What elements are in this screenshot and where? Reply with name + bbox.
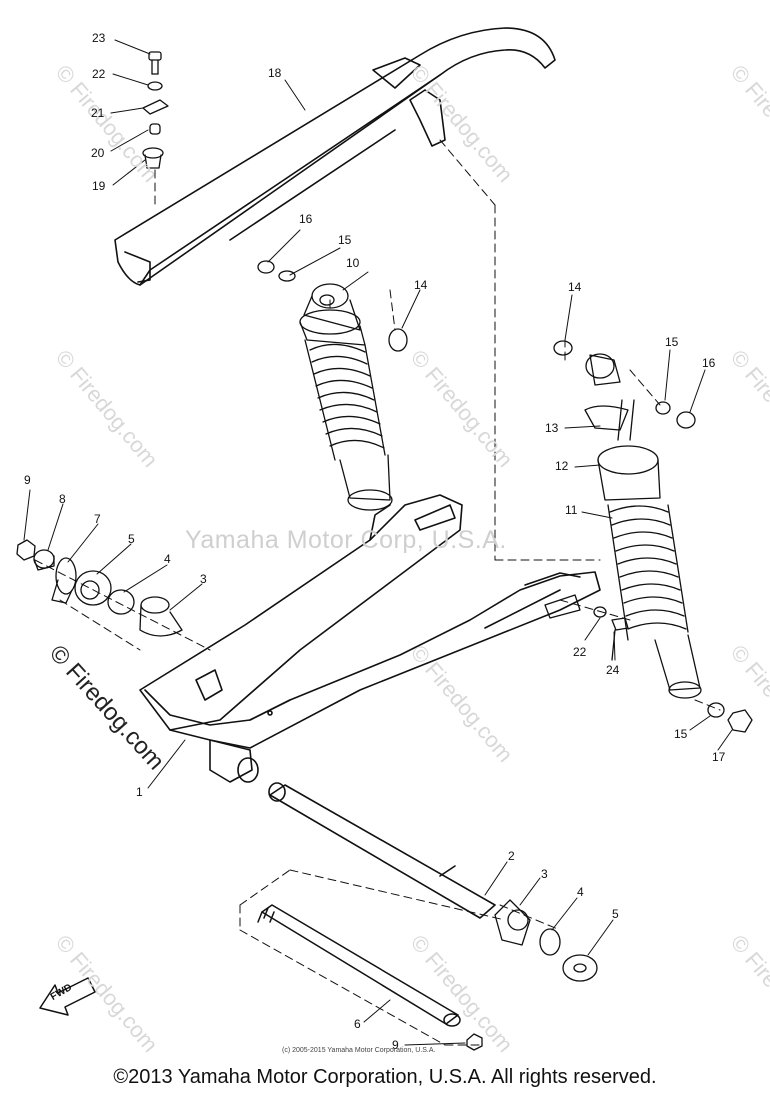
assembly-dashed-lines [34,139,721,1046]
callout-18: 18 [268,66,282,80]
callout-3: 3 [541,867,548,881]
oring-4a [107,589,135,615]
callout-16: 16 [299,212,313,226]
callout-4: 4 [164,552,171,566]
grommet-19 [142,147,164,169]
leader-lines [23,39,733,1046]
seal-5a [74,570,112,606]
callout-17: 17 [712,750,726,764]
callout-21: 21 [91,106,105,120]
watermark-center: Yamaha Motor Corp, U.S.A. [185,526,507,554]
callout-5: 5 [612,907,619,921]
bolt-swing-pin [544,594,581,619]
callout-3: 3 [200,572,207,586]
callout-19: 19 [92,179,106,193]
callout-20: 20 [91,146,105,160]
callout-4: 4 [577,885,584,899]
callout-9: 9 [392,1038,399,1052]
callout-13: 13 [545,421,559,435]
callout-14: 14 [414,278,428,292]
callout-24: 24 [606,663,620,677]
pivot-shaft-2 [268,782,496,919]
callout-15: 15 [665,335,679,349]
fwd-arrow [39,977,96,1016]
bushing-3b [494,899,531,946]
chain-case-18 [114,27,556,286]
callout-16: 16 [702,356,716,370]
callout-11: 11 [565,503,578,517]
diagram-copyright: (c) 2005-2015 Yamaha Motor Corporation, … [282,1047,436,1054]
washer-15b [655,401,671,415]
callout-6: 6 [354,1017,361,1031]
callout-8: 8 [59,492,66,506]
callout-9: 9 [24,473,31,487]
callout-22: 22 [92,67,106,81]
nut-9a [16,539,36,561]
nut-17 [727,709,753,733]
callout-12: 12 [555,459,569,473]
callout-7: 7 [94,512,101,526]
callout-22: 22 [573,645,587,659]
footer-copyright: ©2013 Yamaha Motor Corporation, U.S.A. A… [113,1066,657,1088]
cap-8 [33,549,55,571]
washer-15a [278,270,296,282]
washer-22b [593,606,607,618]
swing-arm-1 [139,494,601,783]
callout-23: 23 [92,31,106,45]
washer-14a [388,328,408,352]
nut-16a [257,260,275,274]
shock-absorber-10 [299,283,393,511]
washer-22a [147,81,163,91]
callout-2: 2 [508,849,515,863]
callout-10: 10 [346,256,360,270]
washer-15c [707,702,725,718]
nut-9b [466,1033,483,1051]
callout-14: 14 [568,280,582,294]
axle-6 [257,904,461,1027]
collar-20 [149,123,161,135]
callout-15: 15 [338,233,352,247]
oring-4b [539,928,561,956]
plate-7 [51,557,77,604]
callout-1: 1 [136,785,143,799]
bushing-3a [139,596,183,637]
callout-15: 15 [674,727,688,741]
plate-21 [142,99,169,115]
seal-5b [562,954,598,982]
callout-5: 5 [128,532,135,546]
bolt-23 [148,51,162,75]
nut-16b [676,411,696,429]
